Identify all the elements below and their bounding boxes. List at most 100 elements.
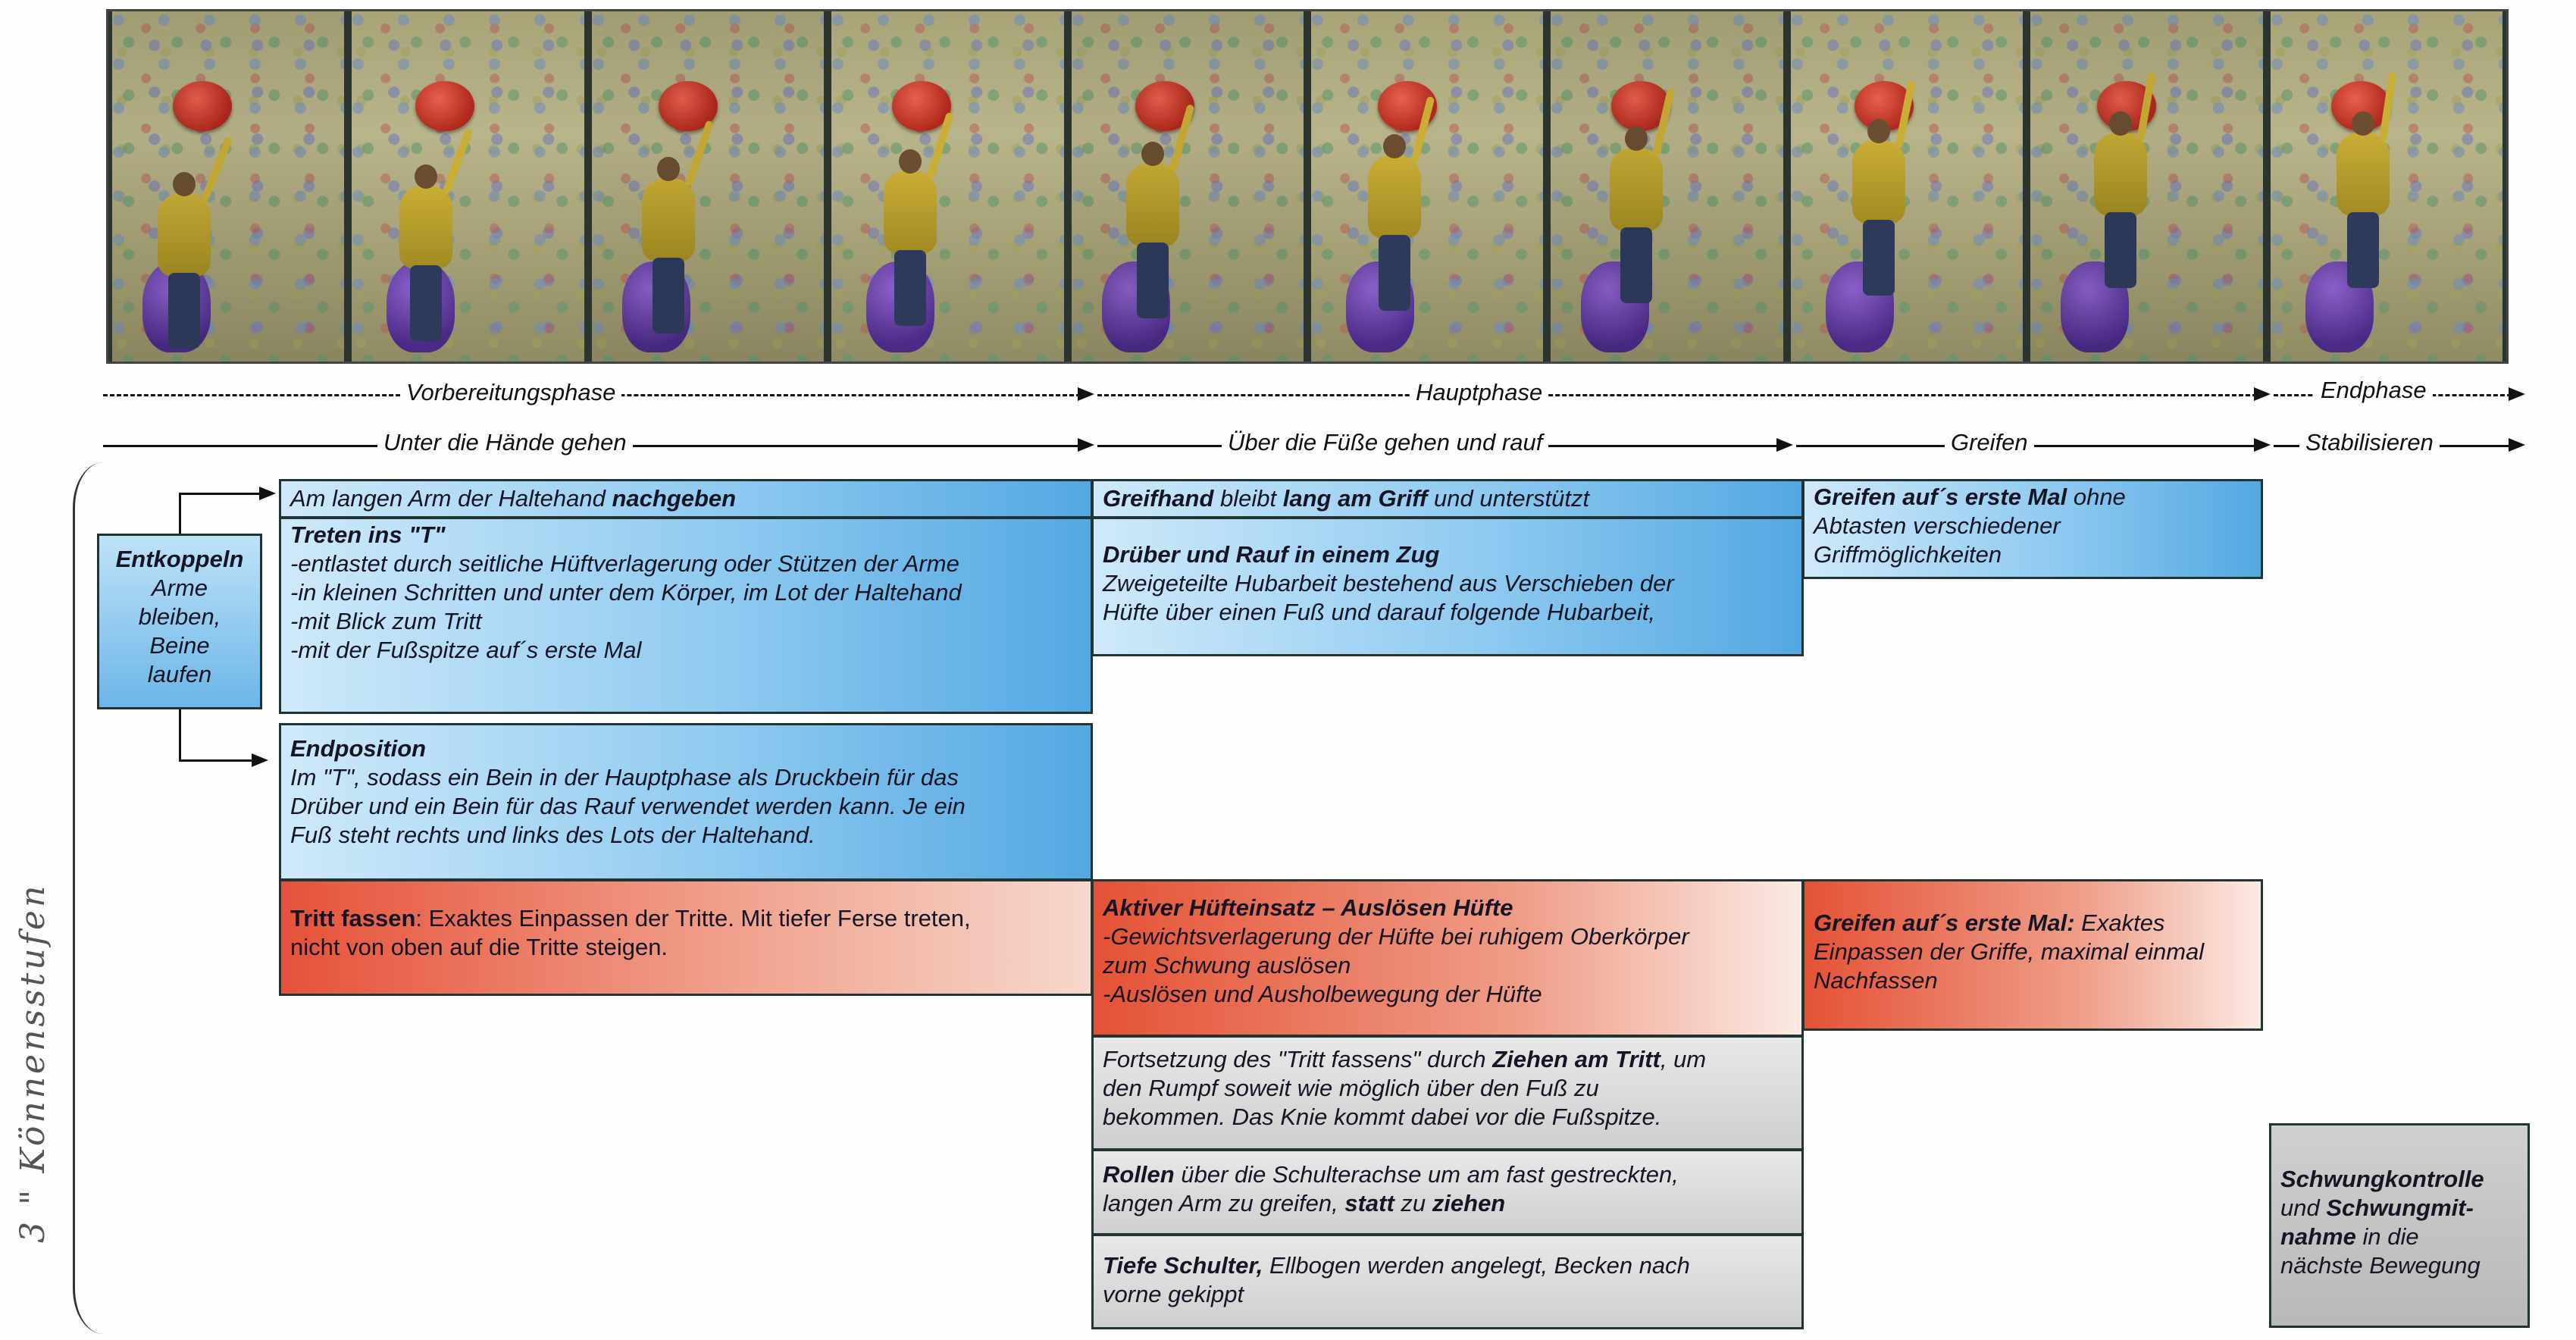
entkoppeln-line: bleiben, — [138, 603, 221, 630]
schwungkontrolle-box: Schwungkontrolle und Schwungmit- nahme i… — [2269, 1123, 2530, 1328]
fortsetzung-line: bekommen. Das Knie kommt dabei vor die F… — [1103, 1104, 1662, 1130]
schwung-text: in die — [2355, 1223, 2419, 1250]
entkoppeln-line: laufen — [147, 661, 212, 687]
drueber-title: Drüber und Rauf in einem Zug — [1103, 541, 1440, 568]
fortsetzung-box: Fortsetzung des "Tritt fassens" durch Zi… — [1091, 1035, 1804, 1151]
huefteinsatz-title: Aktiver Hüfteinsatz – Auslösen Hüfte — [1103, 894, 1513, 921]
climber-figure — [884, 111, 955, 326]
tiefe-schulter-box: Tiefe Schulter, Ellbogen werden angelegt… — [1091, 1234, 1804, 1329]
schwung-bold: Schwungmit- — [2326, 1194, 2474, 1221]
subphase-label-fuesse: Über die Füße gehen und rauf — [1222, 429, 1549, 456]
tiefe-schulter-bold: Tiefe Schulter, — [1103, 1252, 1263, 1279]
greifhand-box: Greifhand bleibt lang am Griff und unter… — [1091, 479, 1804, 518]
photo-frame — [2270, 11, 2503, 362]
red-hold-icon — [415, 81, 475, 131]
photo-frame — [352, 11, 584, 362]
photo-frame — [2030, 11, 2263, 362]
climber-figure — [399, 127, 474, 341]
nachgeben-bold: nachgeben — [612, 485, 737, 512]
nachgeben-text: Am langen Arm der Haltehand — [290, 485, 612, 512]
schwung-text: und — [2280, 1194, 2327, 1221]
drueber-box: Drüber und Rauf in einem Zug Zweigeteilt… — [1091, 517, 1804, 656]
arrow-head-icon — [252, 753, 268, 767]
photo-frame — [831, 11, 1064, 362]
fortsetzung-line: den Rumpf soweit wie möglich über den Fu… — [1103, 1075, 1599, 1101]
treten-box: Treten ins "T" -entlastet durch seitlich… — [279, 517, 1093, 714]
treten-line: -entlastet durch seitliche Hüftverlageru… — [290, 550, 959, 577]
huefteinsatz-line: -Auslösen und Ausholbewegung der Hüfte — [1103, 981, 1542, 1007]
photo-frame — [591, 11, 825, 362]
subphase-label-stabil: Stabilisieren — [2299, 429, 2440, 456]
phase-label-end: Endphase — [2315, 377, 2433, 404]
tritt-line: : Exaktes Einpassen der Tritte. Mit tief… — [415, 905, 971, 931]
rollen-box: Rollen über die Schulterachse um am fast… — [1091, 1149, 1804, 1235]
entkoppeln-line: Beine — [149, 632, 210, 659]
greifhand-text: und unterstützt — [1427, 485, 1590, 512]
fortsetzung-text: , um — [1660, 1046, 1707, 1072]
greifhand-text: bleibt — [1213, 485, 1283, 512]
photo-frame — [112, 11, 345, 362]
greifen-exakt-box: Greifen auf´s erste Mal: Exaktes Einpass… — [1802, 879, 2263, 1031]
arrow-head-icon — [1078, 387, 1094, 401]
rollen-bold: ziehen — [1432, 1190, 1506, 1216]
entkoppeln-title: Entkoppeln — [115, 546, 244, 572]
left-brace — [73, 462, 105, 1334]
huefteinsatz-line: zum Schwung auslösen — [1103, 952, 1351, 978]
red-hold-icon — [173, 81, 232, 131]
subphase-label-haende: Unter die Hände gehen — [377, 429, 633, 456]
endposition-box: Endposition Im "T", sodass ein Bein in d… — [279, 723, 1093, 881]
schwung-line: nächste Bewegung — [2280, 1252, 2481, 1279]
greifen-erste-bold: Greifen auf´s erste Mal — [1814, 484, 2067, 510]
arrow-head-icon — [2254, 438, 2271, 452]
rollen-text: langen Arm zu greifen, — [1103, 1190, 1345, 1216]
nachgeben-box: Am langen Arm der Haltehand nachgeben — [279, 479, 1093, 518]
fortsetzung-text: Fortsetzung des "Tritt fassens" durch — [1103, 1046, 1493, 1072]
tiefe-schulter-line: vorne gekippt — [1103, 1281, 1244, 1307]
photo-frame — [1311, 11, 1544, 362]
rollen-text: zu — [1394, 1190, 1432, 1216]
climbing-photo-sequence — [106, 9, 2509, 364]
greifen-erste-box: Greifen auf´s erste Mal ohne Abtasten ve… — [1802, 479, 2263, 579]
arrow-head-icon — [1776, 438, 1793, 452]
arrow-head-icon — [2509, 387, 2525, 401]
tritt-bold: Tritt fassen — [290, 905, 416, 931]
arrow-head-icon — [2254, 387, 2271, 401]
climber-figure — [1851, 80, 1916, 296]
drueber-line: Hüfte über einen Fuß und darauf folgende… — [1103, 599, 1655, 625]
climber-figure — [1610, 88, 1676, 303]
photo-frame — [1551, 11, 1783, 362]
endposition-line: Drüber und ein Bein für das Rauf verwend… — [290, 793, 966, 819]
greifhand-bold: Greifhand — [1103, 485, 1214, 512]
greifhand-bold: lang am Griff — [1282, 485, 1428, 512]
climber-figure — [158, 136, 233, 349]
treten-line: -mit Blick zum Tritt — [290, 608, 482, 634]
rollen-bold: statt — [1344, 1190, 1394, 1216]
huefteinsatz-line: -Gewichtsverlagerung der Hüfte bei ruhig… — [1103, 923, 1689, 950]
arrow-head-icon — [1078, 438, 1094, 452]
tritt-line: nicht von oben auf die Tritte steigen. — [290, 934, 668, 960]
climber-figure — [641, 120, 714, 333]
climber-figure — [2336, 72, 2396, 288]
rollen-text: über die Schulterachse um am fast gestre… — [1174, 1161, 1679, 1188]
climber-figure — [1125, 104, 1195, 318]
greifen-erste-line: Griffmöglichkeiten — [1814, 541, 2002, 568]
entkoppeln-line: Arme — [151, 575, 208, 601]
treten-line: -in kleinen Schritten und unter dem Körp… — [290, 579, 962, 606]
photo-frame — [1071, 11, 1304, 362]
tiefe-schulter-text: Ellbogen werden angelegt, Becken nach — [1263, 1252, 1690, 1279]
red-hold-icon — [892, 81, 952, 131]
greifen-exakt-bold: Greifen auf´s erste Mal: — [1814, 910, 2075, 936]
greifen-erste-text: ohne — [2067, 484, 2126, 510]
tritt-fassen-box: Tritt fassen: Exaktes Einpassen der Trit… — [279, 879, 1093, 996]
greifen-exakt-line: Nachfassen — [1814, 967, 1938, 994]
subphase-label-greifen: Greifen — [1945, 429, 2034, 456]
greifen-exakt-text: Exaktes — [2074, 910, 2165, 936]
arrow-head-icon — [2509, 438, 2525, 452]
huefteinsatz-box: Aktiver Hüfteinsatz – Auslösen Hüfte -Ge… — [1091, 879, 1804, 1037]
phase-label-vorbereitung: Vorbereitungsphase — [400, 379, 622, 406]
fortsetzung-bold: Ziehen am Tritt — [1492, 1046, 1660, 1072]
treten-line: -mit der Fußspitze auf´s erste Mal — [290, 637, 642, 663]
arrow-head-icon — [259, 487, 276, 500]
endposition-title: Endposition — [290, 735, 427, 762]
drueber-line: Zweigeteilte Hubarbeit bestehend aus Ver… — [1103, 570, 1674, 596]
